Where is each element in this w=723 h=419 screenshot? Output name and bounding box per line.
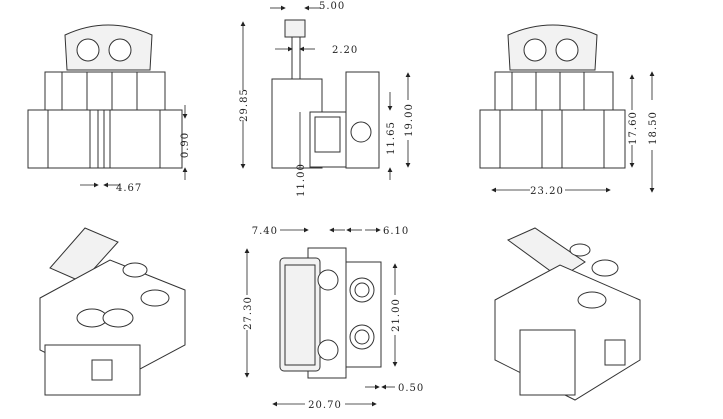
top-view: 7.40 6.10 27.30 21.00 0.50 20.70 (243, 226, 424, 411)
dim-18-50: 18.50 (648, 111, 659, 145)
dim-0-50: 0.50 (398, 383, 424, 394)
dim-4-67: 4.67 (116, 183, 142, 194)
lever-cap (507, 24, 598, 71)
screw-head (108, 38, 132, 62)
dim-0-90: 0.90 (180, 132, 191, 158)
screw-head (350, 121, 372, 143)
side-view: 5.00 2.20 29.85 11.00 11.65 19.00 (239, 1, 415, 197)
dim-5-00: 5.00 (319, 1, 345, 12)
dim-23-20: 23.20 (530, 186, 564, 197)
front-view: 0.90 4.67 (27, 24, 191, 194)
screw-head (76, 38, 100, 62)
dim-2-20: 2.20 (332, 45, 358, 56)
clamp-window (314, 116, 341, 153)
rear-view: 17.60 18.50 23.20 (479, 24, 659, 197)
dim-19-00: 19.00 (404, 103, 415, 137)
dim-27-30: 27.30 (243, 296, 254, 330)
dim-29-85: 29.85 (239, 88, 250, 122)
dim-11-00: 11.00 (296, 163, 307, 197)
isometric-view-right (494, 227, 641, 401)
dim-6-10: 6.10 (383, 226, 409, 237)
lever-stem (291, 36, 301, 80)
dim-17-60: 17.60 (628, 111, 639, 145)
dim-20-70: 20.70 (308, 400, 342, 411)
lower-body (27, 109, 183, 169)
lever (279, 257, 321, 372)
dim-11-65: 11.65 (386, 121, 397, 155)
dim-21-00: 21.00 (391, 298, 402, 332)
upper-body (44, 71, 166, 113)
dim-7-40: 7.40 (252, 226, 278, 237)
lever-cap (284, 19, 306, 38)
isometric-view-left (39, 227, 186, 396)
